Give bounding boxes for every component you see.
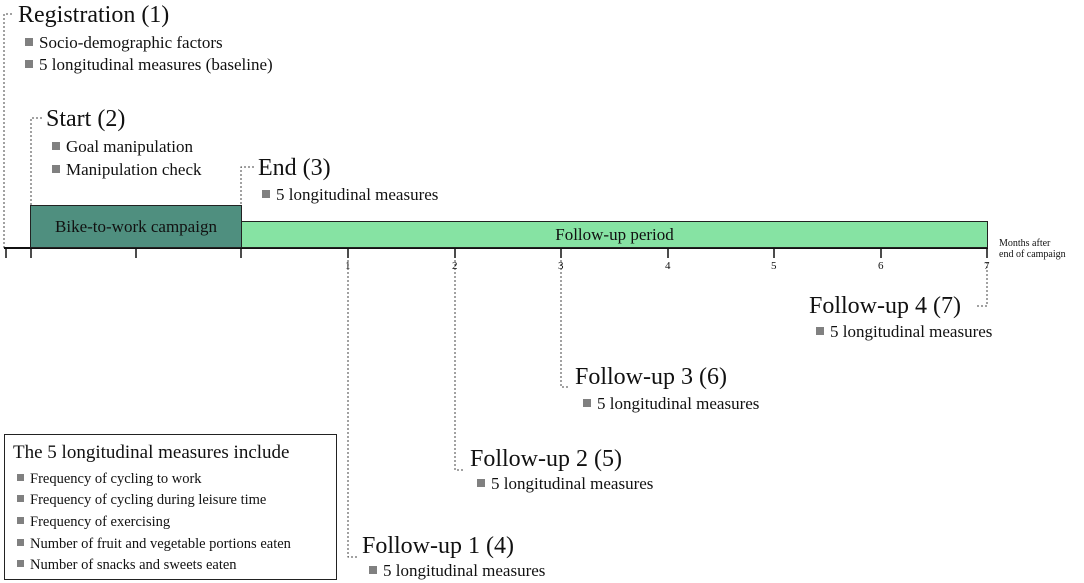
legend-item-text: Number of snacks and sweets eaten	[30, 557, 237, 573]
followup-3-item-text: 5 longitudinal measures	[597, 394, 760, 413]
tick-label-6: 6	[878, 260, 884, 272]
legend-item-text: Frequency of cycling to work	[30, 471, 202, 487]
tick-label-7: 7	[984, 260, 990, 272]
tick-label-5: 5	[771, 260, 777, 272]
bullet-square-icon	[583, 399, 591, 407]
measures-legend: The 5 longitudinal measures include Freq…	[4, 434, 337, 580]
followup-bar-label: Follow-up period	[555, 225, 674, 244]
start-item-2: Manipulation check	[52, 160, 202, 180]
registration-item-1: Socio-demographic factors	[25, 33, 223, 53]
bullet-square-icon	[25, 38, 33, 46]
followup-1-item: 5 longitudinal measures	[369, 561, 545, 581]
followup-bar: Follow-up period	[241, 221, 988, 248]
campaign-bar-label: Bike-to-work campaign	[55, 217, 217, 236]
followup-3-title: Follow-up 3 (6)	[575, 364, 727, 390]
end-title: End (3)	[258, 155, 331, 181]
followup-4-item-text: 5 longitudinal measures	[830, 322, 993, 341]
bullet-square-icon	[17, 474, 24, 481]
tick-label-3: 3	[558, 260, 564, 272]
start-title: Start (2)	[46, 106, 126, 132]
campaign-bar: Bike-to-work campaign	[30, 205, 242, 248]
start-item-1: Goal manipulation	[52, 137, 193, 157]
followup-3-item: 5 longitudinal measures	[583, 394, 759, 414]
followup-4-item: 5 longitudinal measures	[816, 322, 992, 342]
followup-1-title: Follow-up 1 (4)	[362, 533, 514, 559]
legend-item-text: Number of fruit and vegetable portions e…	[30, 536, 291, 552]
bullet-square-icon	[52, 165, 60, 173]
legend-item: Number of fruit and vegetable portions e…	[17, 535, 291, 553]
legend-title: The 5 longitudinal measures include	[13, 442, 290, 463]
legend-item: Frequency of cycling during leisure time	[17, 491, 266, 509]
bullet-square-icon	[262, 190, 270, 198]
bullet-square-icon	[17, 495, 24, 502]
bullet-square-icon	[17, 560, 24, 567]
bullet-square-icon	[816, 327, 824, 335]
registration-title: Registration (1)	[18, 2, 170, 28]
legend-item-text: Frequency of cycling during leisure time	[30, 492, 267, 508]
start-item-1-text: Goal manipulation	[66, 137, 194, 156]
end-item-1-text: 5 longitudinal measures	[276, 185, 439, 204]
registration-item-1-text: Socio-demographic factors	[39, 33, 223, 52]
tick-label-1: 1	[345, 260, 351, 272]
registration-item-2-text: 5 longitudinal measures (baseline)	[39, 55, 273, 74]
followup-2-title: Follow-up 2 (5)	[470, 446, 622, 472]
bullet-square-icon	[369, 566, 377, 574]
followup-1-item-text: 5 longitudinal measures	[383, 561, 546, 580]
axis-note-line1: Months after	[999, 238, 1051, 249]
axis-note: Months after end of campaign	[999, 238, 1066, 260]
start-item-2-text: Manipulation check	[66, 160, 202, 179]
followup-2-item-text: 5 longitudinal measures	[491, 474, 654, 493]
bullet-square-icon	[17, 539, 24, 546]
followup-4-title: Follow-up 4 (7)	[809, 293, 961, 319]
bullet-square-icon	[477, 479, 485, 487]
legend-item: Frequency of exercising	[17, 513, 170, 531]
bullet-square-icon	[25, 60, 33, 68]
followup-2-item: 5 longitudinal measures	[477, 474, 653, 494]
bullet-square-icon	[52, 142, 60, 150]
end-item-1: 5 longitudinal measures	[262, 185, 438, 205]
bullet-square-icon	[17, 517, 24, 524]
legend-item: Number of snacks and sweets eaten	[17, 556, 237, 574]
legend-item-text: Frequency of exercising	[30, 514, 171, 530]
tick-label-2: 2	[452, 260, 458, 272]
registration-item-2: 5 longitudinal measures (baseline)	[25, 55, 273, 75]
axis-note-line2: end of campaign	[999, 249, 1066, 260]
legend-item: Frequency of cycling to work	[17, 470, 202, 488]
tick-label-4: 4	[665, 260, 671, 272]
